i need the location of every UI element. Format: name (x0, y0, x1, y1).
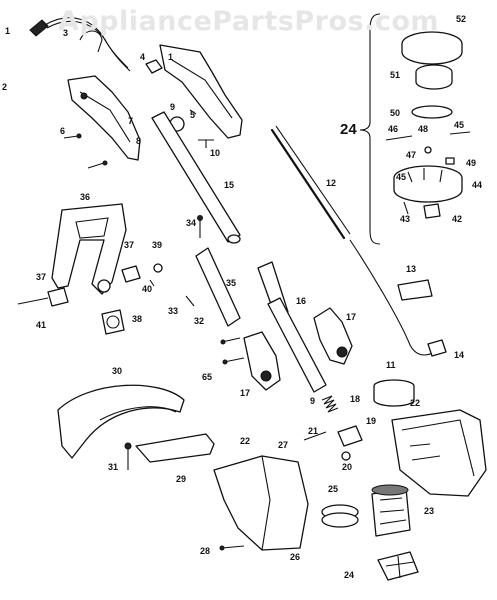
callout-35: 35 (226, 278, 236, 288)
callout-28: 28 (200, 546, 210, 556)
callout-12: 12 (326, 178, 336, 188)
part-clamp-left (243, 331, 281, 391)
callout-22: 22 (410, 398, 420, 408)
callout-9b: 9 (310, 396, 315, 406)
part-collar (373, 379, 415, 407)
part-handle-right (159, 44, 243, 139)
part-bail-handle (51, 203, 127, 295)
part-shaft (267, 297, 327, 393)
callout-36: 36 (80, 192, 90, 202)
part-motor-housing (391, 409, 487, 497)
callout-2: 2 (2, 82, 7, 92)
part-drive-rod (270, 128, 346, 240)
part-switch-block (145, 59, 163, 74)
callout-17: 17 (346, 312, 356, 322)
callout-1: 1 (5, 26, 10, 36)
callout-49: 49 (466, 158, 476, 168)
part-motor (371, 484, 411, 537)
part-knob (121, 265, 141, 283)
callout-13: 13 (406, 264, 416, 274)
part-spring-seat (411, 105, 453, 119)
part-spool (415, 64, 453, 90)
callout-45-top: 45 (454, 120, 464, 130)
part-power-cord (29, 17, 131, 72)
callout-25: 25 (328, 484, 338, 494)
callout-21: 21 (308, 426, 318, 436)
part-label-tag (397, 279, 433, 301)
callout-34: 34 (186, 218, 196, 228)
callout-37b: 37 (36, 272, 46, 282)
callout-24b: 24 (344, 570, 354, 580)
callout-9: 9 (170, 102, 175, 112)
callout-38: 38 (132, 314, 142, 324)
callout-19: 19 (366, 416, 376, 426)
callout-42: 42 (452, 214, 462, 224)
part-upper-tube (151, 111, 241, 244)
callout-37: 37 (124, 240, 134, 250)
callout-43: 43 (400, 214, 410, 224)
part-spool-cover (401, 31, 463, 65)
callout-23: 23 (424, 506, 434, 516)
callout-44: 44 (472, 180, 482, 190)
part-nut (337, 425, 363, 447)
callout-52: 52 (456, 14, 466, 24)
callout-14: 14 (454, 350, 464, 360)
callout-26: 26 (290, 552, 300, 562)
callout-18: 18 (350, 394, 360, 404)
callout-51: 51 (390, 70, 400, 80)
callout-6: 6 (60, 126, 65, 136)
part-switch-cord (349, 239, 441, 356)
callout-3: 3 (63, 28, 68, 38)
callout-30: 30 (112, 366, 122, 376)
callout-31: 31 (108, 462, 118, 472)
callout-16: 16 (296, 296, 306, 306)
callout-32: 32 (194, 316, 204, 326)
callout-45: 45 (396, 172, 406, 182)
callout-15: 15 (224, 180, 234, 190)
part-spool-housing (393, 165, 463, 203)
callout-10: 10 (210, 148, 220, 158)
callout-1b: 1 (168, 52, 173, 62)
callout-17b: 17 (240, 388, 250, 398)
callout-39: 39 (152, 240, 162, 250)
callout-33: 33 (168, 306, 178, 316)
callout-48: 48 (418, 124, 428, 134)
part-cord-clip (79, 30, 103, 53)
callout-50: 50 (390, 108, 400, 118)
part-guard-bracket (135, 433, 215, 463)
callout-22b: 22 (240, 436, 250, 446)
part-adjust-knob (101, 309, 125, 335)
callout-29: 29 (176, 474, 186, 484)
callout-40: 40 (142, 284, 152, 294)
part-spring (321, 395, 339, 413)
callout-47: 47 (406, 150, 416, 160)
part-fan (377, 551, 419, 581)
callout-65: 65 (202, 372, 212, 382)
callout-7: 7 (128, 116, 133, 126)
callout-11: 11 (386, 360, 396, 370)
part-lower-shroud (213, 455, 309, 551)
part-guard (57, 384, 185, 459)
callout-4: 4 (140, 52, 145, 62)
callout-5: 5 (190, 110, 195, 120)
callout-8: 8 (136, 136, 141, 146)
callout-24-assembly: 24 (340, 121, 357, 138)
callout-46: 46 (388, 124, 398, 134)
callout-41: 41 (36, 320, 46, 330)
part-bushing (321, 504, 359, 528)
callout-20: 20 (342, 462, 352, 472)
callout-27: 27 (278, 440, 288, 450)
